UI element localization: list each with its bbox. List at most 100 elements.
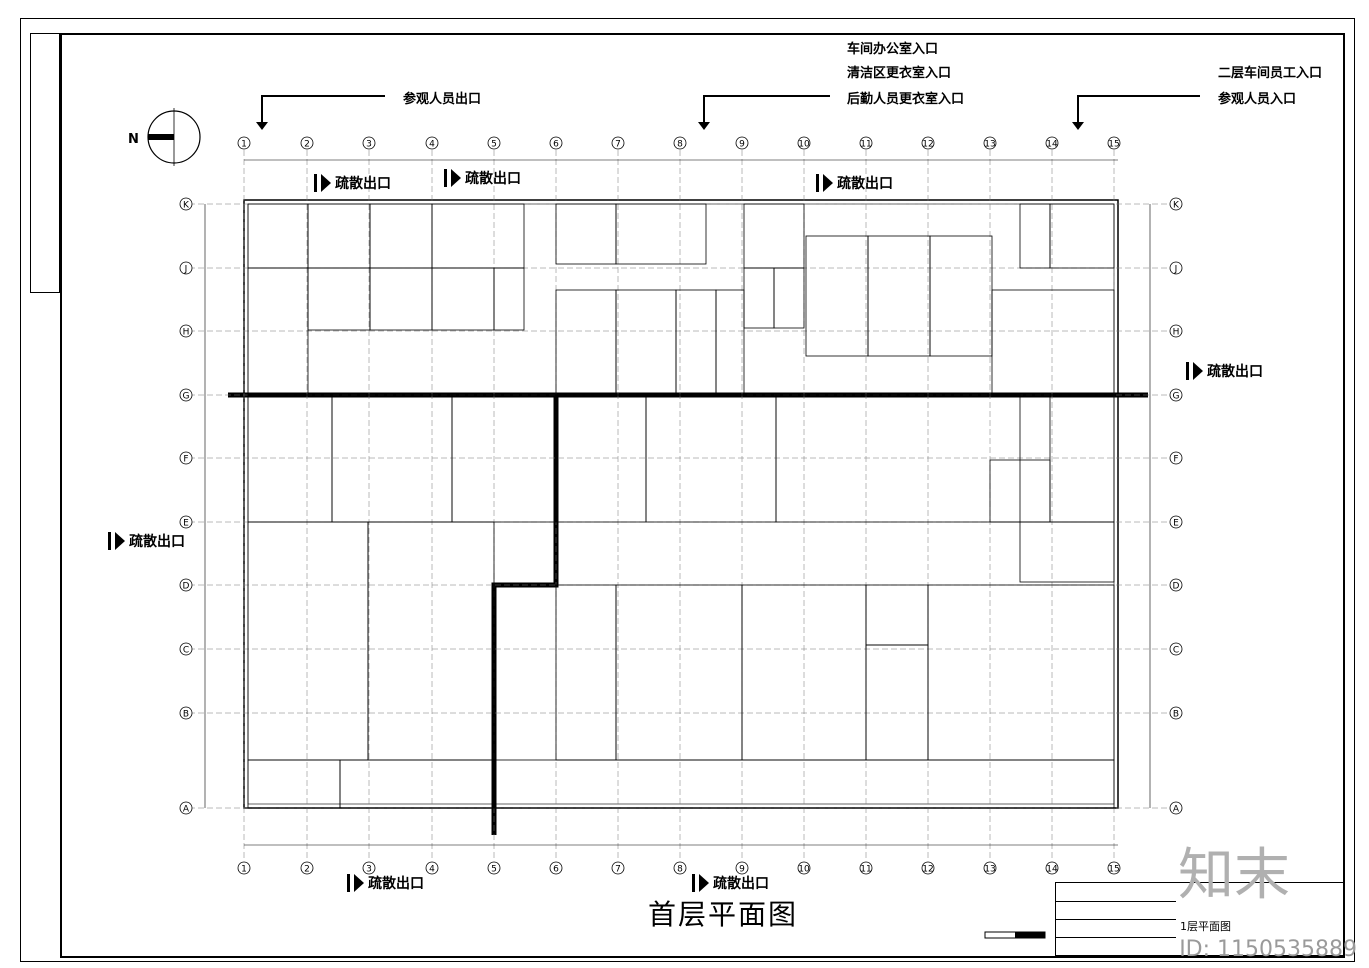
svg-text:B: B bbox=[1173, 710, 1179, 720]
grid-bubble-column-bottom: 11 bbox=[859, 861, 873, 875]
grid-bubble-column-bottom: 9 bbox=[735, 861, 749, 875]
label-visitor-exit: 参观人员出口 bbox=[403, 92, 482, 107]
svg-text:H: H bbox=[183, 328, 190, 338]
svg-text:13: 13 bbox=[984, 140, 995, 150]
room-partition bbox=[991, 289, 1115, 396]
svg-text:4: 4 bbox=[429, 865, 435, 875]
grid-bubble-column-bottom: 1 bbox=[237, 861, 251, 875]
drawing-border-inner bbox=[60, 33, 1345, 958]
room-partition bbox=[867, 235, 931, 357]
svg-text:15: 15 bbox=[1108, 140, 1119, 150]
room-partition bbox=[775, 394, 1021, 523]
svg-text:10: 10 bbox=[798, 140, 810, 150]
grid-bubble-row-right: K bbox=[1169, 197, 1183, 211]
evacuation-exit-left: 疏散出口 bbox=[108, 531, 185, 551]
svg-text:3: 3 bbox=[366, 865, 372, 875]
grid-bubble-row-right: J bbox=[1169, 261, 1183, 275]
leader-center bbox=[703, 95, 830, 122]
svg-text:5: 5 bbox=[491, 140, 497, 150]
grid-bubble-row-left: H bbox=[179, 324, 193, 338]
room-partition bbox=[805, 235, 869, 357]
grid-bubble-column-top: 1 bbox=[237, 136, 251, 150]
svg-text:7: 7 bbox=[615, 140, 621, 150]
entry-marker-left bbox=[256, 122, 268, 130]
entry-marker-right bbox=[1072, 122, 1084, 130]
leader-left bbox=[261, 95, 385, 122]
grid-bubble-row-left: A bbox=[179, 801, 193, 815]
svg-text:C: C bbox=[183, 646, 189, 656]
exit-arrow-icon bbox=[115, 532, 125, 550]
svg-text:6: 6 bbox=[553, 865, 559, 875]
grid-bubble-column-top: 14 bbox=[1045, 136, 1059, 150]
evacuation-exit-bottom-1: 疏散出口 bbox=[347, 873, 424, 893]
svg-text:E: E bbox=[183, 519, 189, 529]
room-partition bbox=[743, 267, 775, 329]
grid-bubble-column-top: 3 bbox=[362, 136, 376, 150]
building-outline-inner bbox=[247, 203, 1115, 805]
svg-text:D: D bbox=[1173, 582, 1180, 592]
room-partition bbox=[865, 644, 929, 761]
sheet-label: 1层平面图 bbox=[1180, 920, 1231, 933]
grid-bubble-column-top: 12 bbox=[921, 136, 935, 150]
grid-bubble-column-bottom: 3 bbox=[362, 861, 376, 875]
svg-text:1: 1 bbox=[241, 865, 247, 875]
svg-text:A: A bbox=[183, 805, 190, 815]
svg-text:1: 1 bbox=[241, 140, 247, 150]
room-partition bbox=[615, 203, 707, 265]
grid-bubble-row-left: D bbox=[179, 578, 193, 592]
label-second-floor-staff-entrance: 二层车间员工入口 bbox=[1218, 66, 1323, 81]
grid-bubble-column-top: 9 bbox=[735, 136, 749, 150]
room-partition bbox=[247, 394, 333, 523]
room-partition bbox=[247, 203, 309, 269]
grid-bubble-column-bottom: 10 bbox=[797, 861, 811, 875]
grid-bubble-column-top: 4 bbox=[425, 136, 439, 150]
room-partition bbox=[743, 203, 805, 269]
grid-bubble-column-top: 8 bbox=[673, 136, 687, 150]
svg-text:8: 8 bbox=[677, 140, 683, 150]
compass-label: N bbox=[128, 132, 139, 147]
grid-bubble-row-right: G bbox=[1169, 388, 1183, 402]
room-partition bbox=[339, 759, 495, 809]
exit-arrow-icon bbox=[354, 874, 364, 892]
room-partition bbox=[247, 521, 369, 761]
grid-bubble-row-left: E bbox=[179, 515, 193, 529]
side-title-strip bbox=[30, 33, 60, 293]
grid-bubble-row-left: G bbox=[179, 388, 193, 402]
room-partition bbox=[1019, 203, 1051, 269]
grid-bubble-column-top: 6 bbox=[549, 136, 563, 150]
grid-bubble-column-bottom: 13 bbox=[983, 861, 997, 875]
room-partition bbox=[555, 203, 617, 265]
svg-text:3: 3 bbox=[366, 140, 372, 150]
logo: 知末 bbox=[1178, 843, 1290, 908]
grid-bubble-row-left: J bbox=[179, 261, 193, 275]
grid-bubble-row-left: B bbox=[179, 706, 193, 720]
grid-bubble-row-left: F bbox=[179, 451, 193, 465]
grid-bubble-row-right: C bbox=[1169, 642, 1183, 656]
room-partition bbox=[369, 267, 433, 331]
svg-text:4: 4 bbox=[429, 140, 435, 150]
room-partition bbox=[369, 203, 433, 269]
label-logistics-locker-entrance: 后勤人员更衣室入口 bbox=[847, 92, 965, 107]
grid-bubble-row-left: K bbox=[179, 197, 193, 211]
svg-text:9: 9 bbox=[739, 140, 745, 150]
room-partition bbox=[1049, 394, 1115, 523]
svg-text:J: J bbox=[1174, 265, 1178, 275]
grid-bubble-column-bottom: 14 bbox=[1045, 861, 1059, 875]
grid-bubble-column-bottom: 12 bbox=[921, 861, 935, 875]
svg-text:12: 12 bbox=[922, 140, 933, 150]
svg-text:C: C bbox=[1173, 646, 1179, 656]
svg-text:J: J bbox=[184, 265, 188, 275]
grid-bubble-row-right: H bbox=[1169, 324, 1183, 338]
room-partition bbox=[307, 203, 371, 269]
svg-text:7: 7 bbox=[615, 865, 621, 875]
grid-bubble-row-right: F bbox=[1169, 451, 1183, 465]
room-partition bbox=[493, 759, 1115, 809]
room-partition bbox=[555, 394, 647, 523]
svg-text:10: 10 bbox=[798, 865, 810, 875]
grid-bubble-column-bottom: 8 bbox=[673, 861, 687, 875]
label-clean-area-locker-entrance: 清洁区更衣室入口 bbox=[847, 66, 952, 81]
room-partition bbox=[247, 759, 341, 809]
room-partition bbox=[431, 267, 495, 331]
grid-bubble-row-right: A bbox=[1169, 801, 1183, 815]
